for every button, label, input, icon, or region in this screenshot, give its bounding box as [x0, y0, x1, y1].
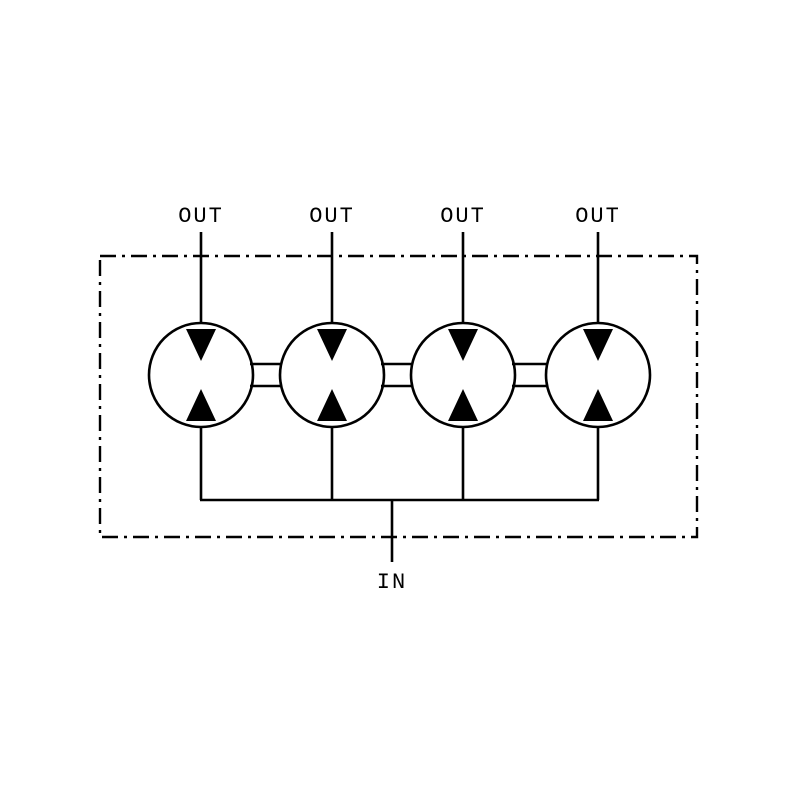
flow-divider-section: OUT	[278, 204, 386, 500]
flow-divider-section: OUT	[147, 204, 255, 500]
inward-triangle-bottom-icon	[317, 389, 347, 421]
shaft-coupling	[381, 362, 414, 388]
inward-triangle-top-icon	[317, 329, 347, 361]
enclosure-dashdot-border	[98, 254, 699, 539]
inward-triangle-bottom-icon	[448, 389, 478, 421]
out-port-label: OUT	[309, 204, 355, 229]
out-port-label: OUT	[440, 204, 486, 229]
flow-divider-section: OUT	[544, 204, 652, 500]
inward-triangle-bottom-icon	[583, 389, 613, 421]
shaft-coupling	[250, 362, 283, 388]
inward-triangle-top-icon	[583, 329, 613, 361]
inward-triangle-top-icon	[186, 329, 216, 361]
inward-triangle-top-icon	[448, 329, 478, 361]
out-port-label: OUT	[575, 204, 621, 229]
inlet-manifold: IN	[200, 498, 599, 595]
in-port-label: IN	[377, 570, 407, 595]
flow-divider-section: OUT	[409, 204, 517, 500]
out-port-label: OUT	[178, 204, 224, 229]
shaft-coupling	[512, 362, 548, 388]
inward-triangle-bottom-icon	[186, 389, 216, 421]
